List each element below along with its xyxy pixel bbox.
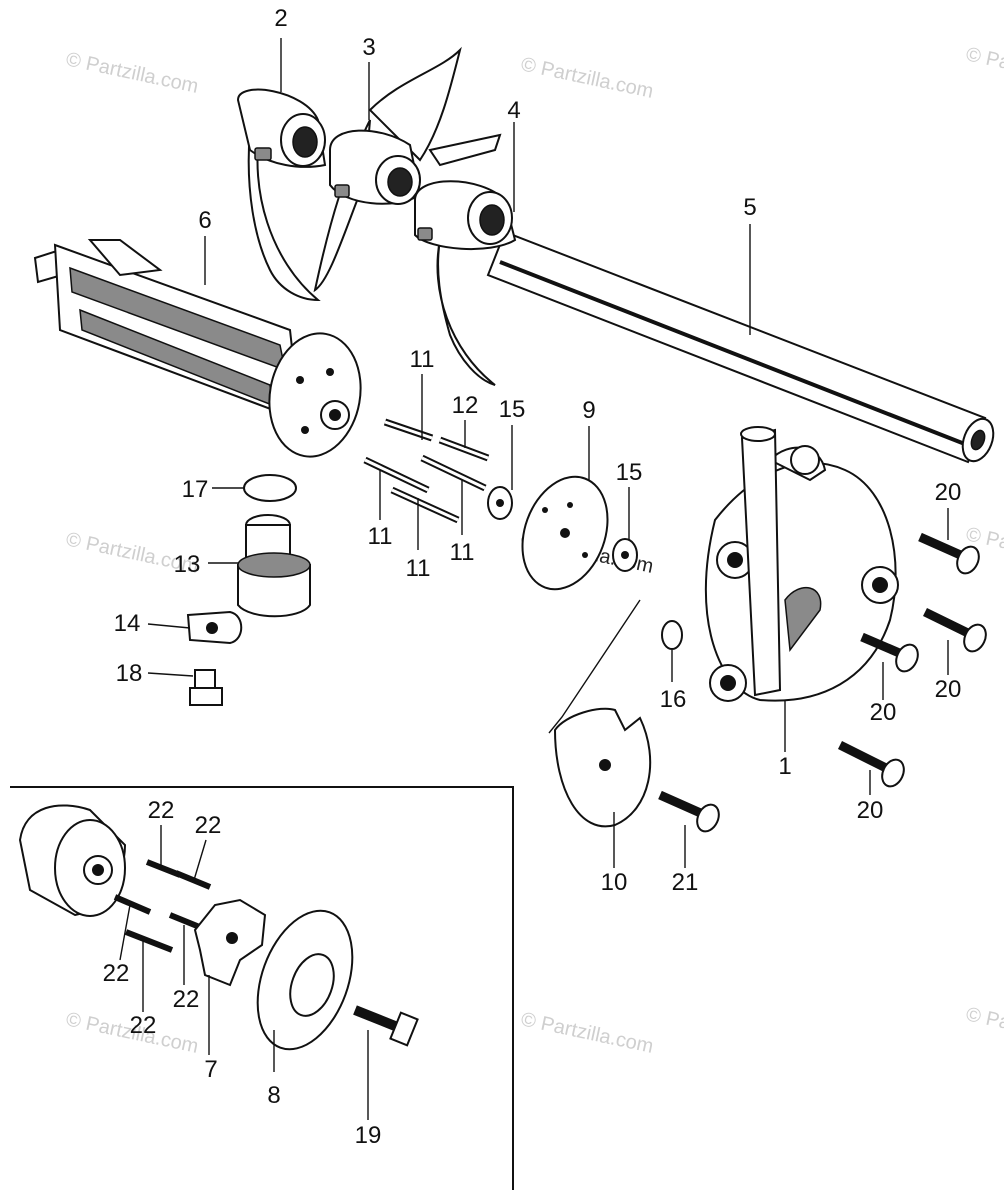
- callout-5: 5: [743, 194, 756, 221]
- part-gearshift-cover: [704, 426, 899, 702]
- part-plate-9: [521, 475, 609, 591]
- callout-7: 7: [204, 1056, 217, 1083]
- part-pins-11-12: [363, 418, 490, 524]
- part-plate-14: [186, 610, 243, 645]
- part-washers-15: [487, 486, 638, 572]
- watermark-bottom-center: © Partzilla.com: [519, 1008, 655, 1058]
- part-pins-22: [113, 859, 212, 953]
- part-screw-21: [658, 790, 720, 833]
- callout-11-bottom: 11: [406, 555, 431, 582]
- callout-11-right: 11: [450, 539, 475, 566]
- part-shift-fork-2: [236, 88, 327, 302]
- part-bolt-19: [353, 1005, 419, 1047]
- callout-numbers: 2 3 4 5 6 11 12 15 9 15 17 20 11 11 11 1…: [103, 5, 962, 1149]
- watermark-top-left: © Partzilla.com: [64, 48, 200, 98]
- part-shift-fork-shaft: [486, 230, 995, 464]
- callout-6: 6: [198, 207, 211, 234]
- part-o-ring-16: [661, 620, 683, 650]
- watermark-top-center: © Partzilla.com: [519, 53, 655, 103]
- callout-2: 2: [274, 5, 287, 32]
- part-shift-fork-3: [313, 46, 502, 293]
- callout-20-right: 20: [935, 676, 962, 703]
- leader-lines: [119, 38, 949, 1120]
- callout-10: 10: [601, 869, 628, 896]
- callout-9: 9: [582, 397, 595, 424]
- callout-15-left: 15: [499, 396, 526, 423]
- part-screws-20: [837, 532, 987, 788]
- callout-22-b: 22: [195, 812, 222, 839]
- callout-19: 19: [355, 1122, 382, 1149]
- callout-4: 4: [507, 97, 520, 124]
- inset-frame: [10, 786, 514, 1190]
- callout-22-e: 22: [130, 1012, 157, 1039]
- callout-15-right: 15: [616, 459, 643, 486]
- callout-20-bottom: 20: [857, 797, 884, 824]
- callout-21: 21: [672, 869, 699, 896]
- part-bolt-18: [189, 669, 223, 706]
- part-o-ring-17: [243, 474, 297, 502]
- part-bolt-13: [237, 514, 311, 618]
- part-plate-8: [256, 909, 354, 1051]
- callout-11-top: 11: [410, 346, 435, 373]
- callout-20-top: 20: [935, 479, 962, 506]
- part-star-plate-7: [193, 898, 267, 987]
- callout-11-left: 11: [368, 523, 393, 550]
- callout-3: 3: [362, 34, 375, 61]
- part-shift-drum: [33, 239, 362, 458]
- callout-8: 8: [267, 1082, 280, 1109]
- part-plate-10: [553, 707, 652, 828]
- part-inset-drum-end: [18, 804, 127, 917]
- callout-17: 17: [182, 476, 209, 503]
- callout-14: 14: [114, 610, 141, 637]
- watermark-top-right: © Partzilla.com: [964, 43, 1004, 93]
- callout-13: 13: [174, 551, 201, 578]
- watermark-bottom-right: © Partzilla.com: [964, 1003, 1004, 1053]
- callout-12: 12: [452, 392, 479, 419]
- part-shift-fork-4: [414, 180, 517, 386]
- callout-16: 16: [660, 686, 687, 713]
- callout-22-a: 22: [148, 797, 175, 824]
- callout-22-d: 22: [173, 986, 200, 1013]
- callout-18: 18: [116, 660, 143, 687]
- callout-1: 1: [778, 753, 791, 780]
- callout-22-c: 22: [103, 960, 130, 987]
- callout-20-mid: 20: [870, 699, 897, 726]
